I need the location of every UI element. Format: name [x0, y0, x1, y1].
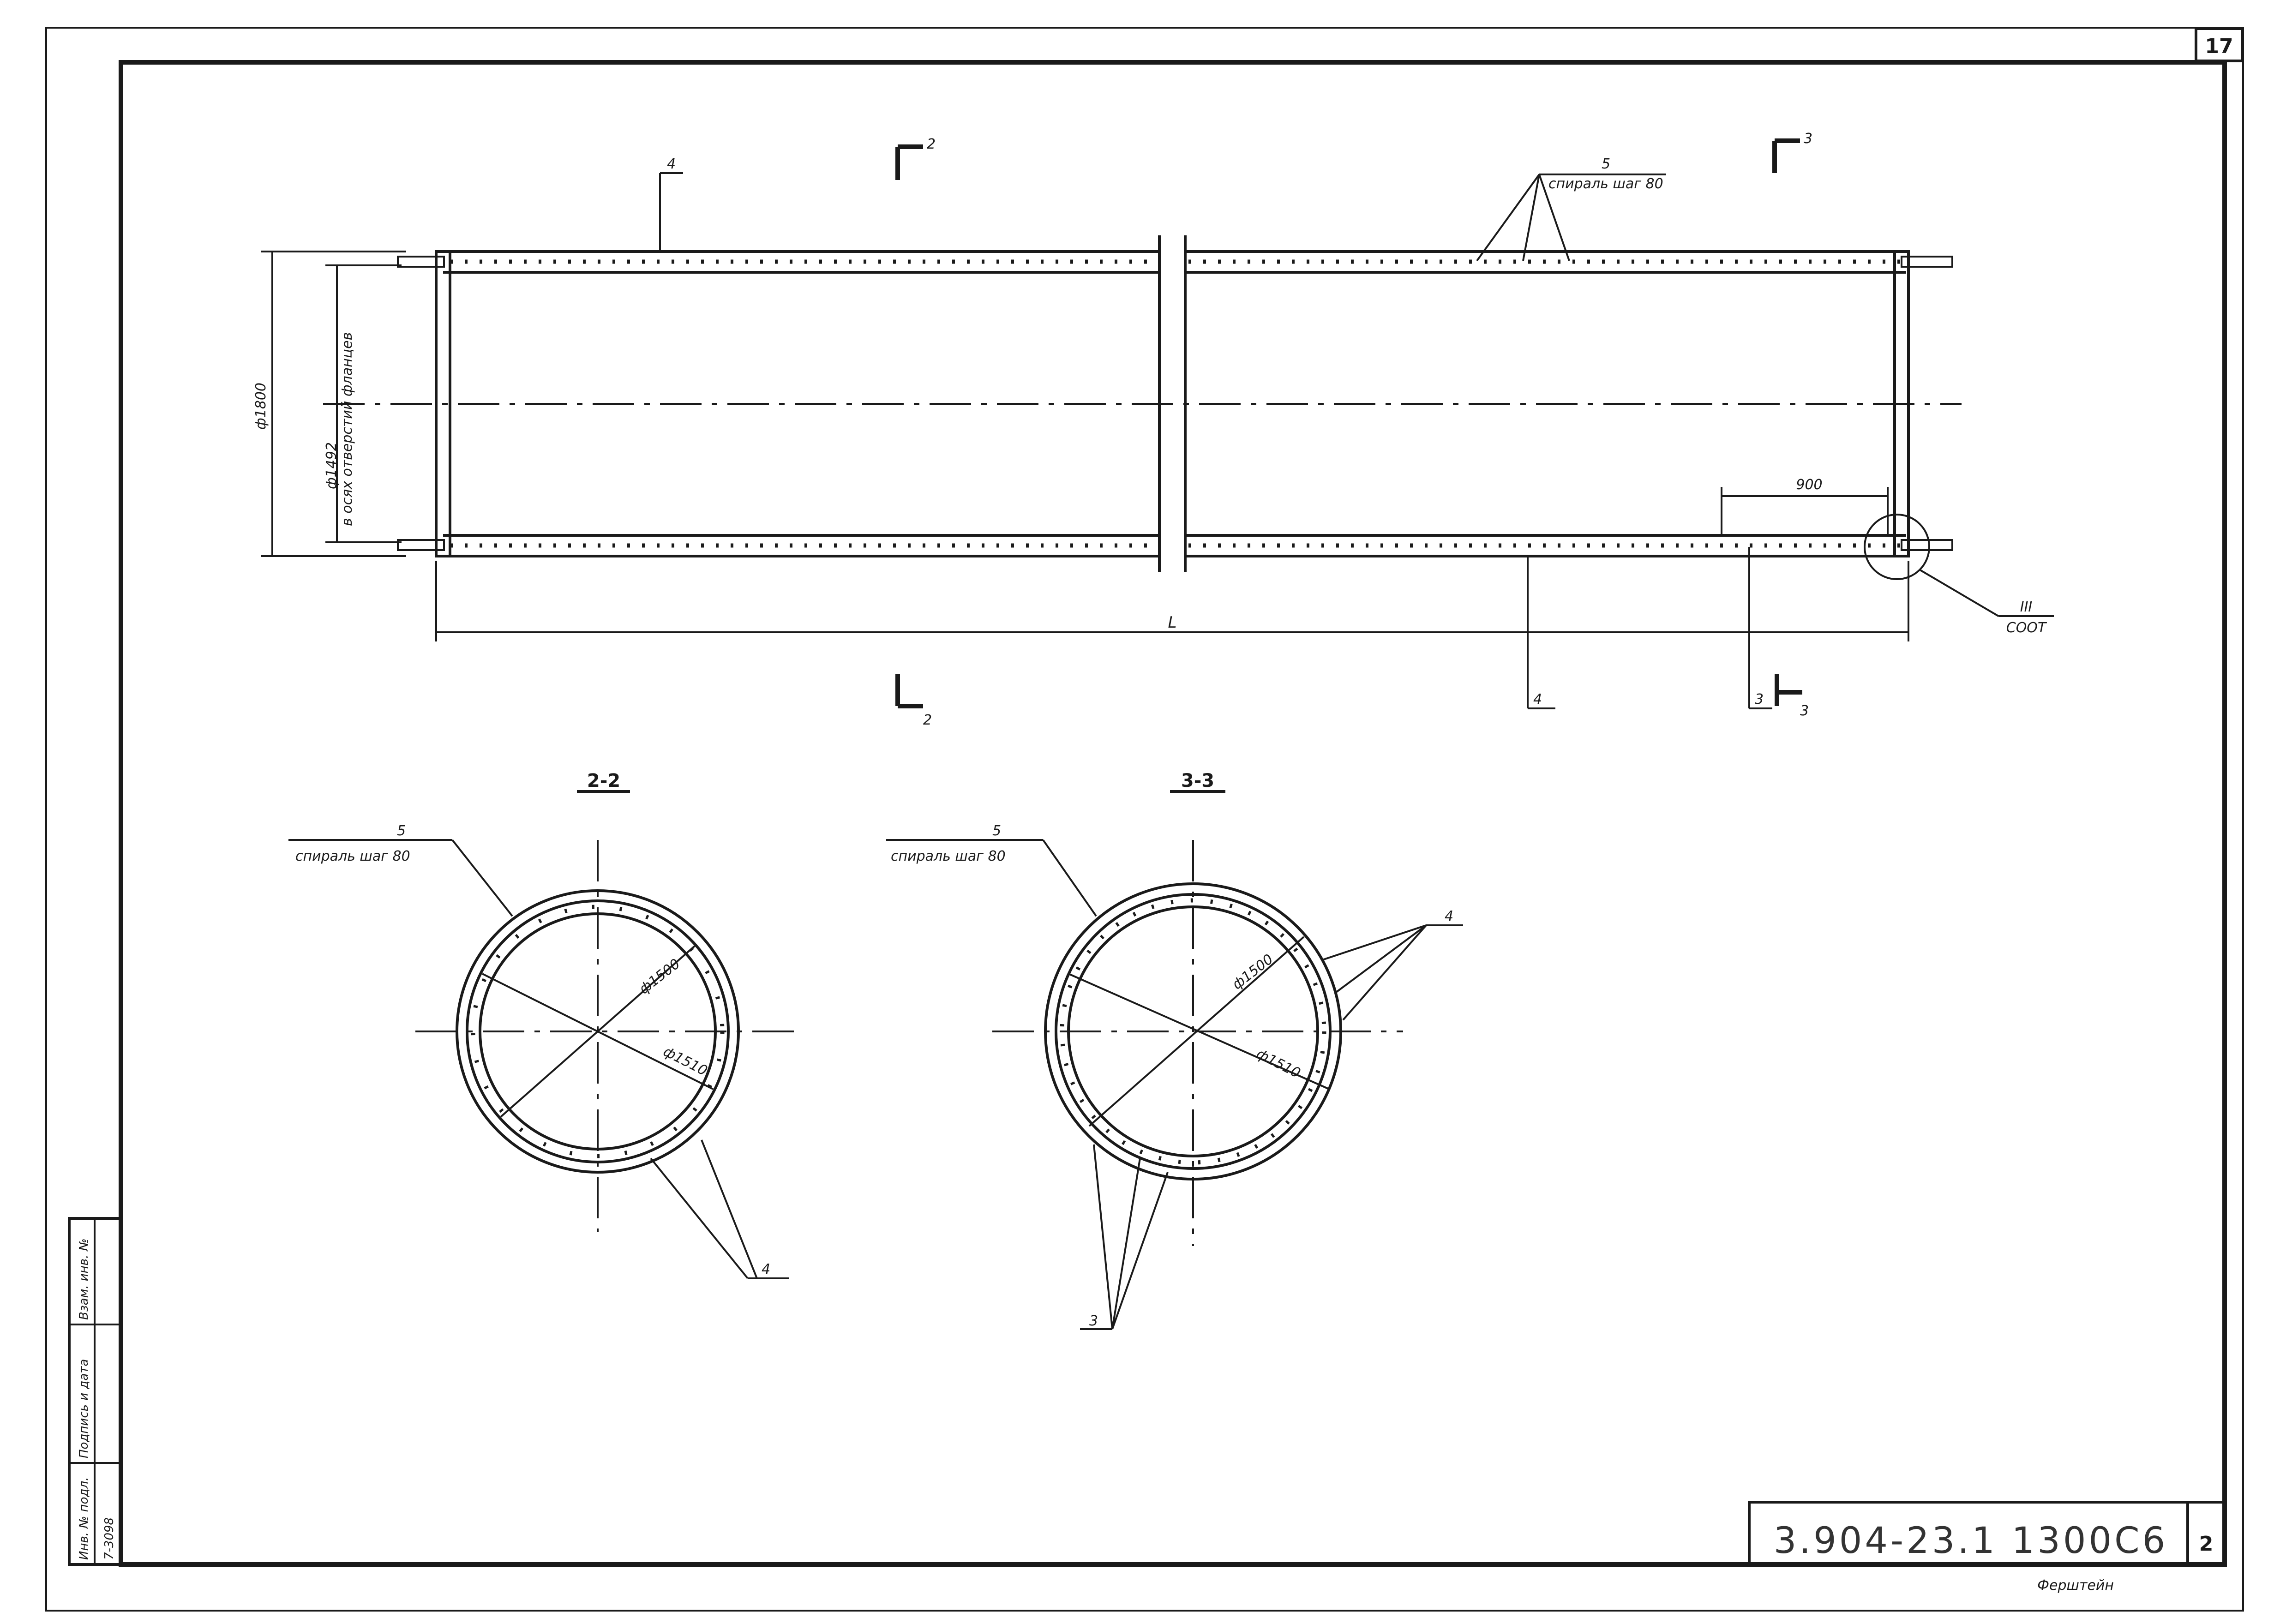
- cut-2-top: 2: [927, 136, 936, 152]
- section-3-callout-5-note: спираль шаг 80: [891, 848, 1006, 864]
- section-3-3: 3-3 ф1500 ф1510 5 спираль шаг 80 4 3: [886, 770, 1463, 1330]
- section-2-title: 2-2: [587, 770, 620, 791]
- inner-frame: [119, 60, 2227, 1567]
- callout-5: 5: [1602, 156, 1610, 172]
- outer-frame: [45, 27, 2244, 1612]
- section-3-dia-outer: ф1510: [1254, 1046, 1303, 1081]
- page-number: 17: [2205, 35, 2233, 58]
- side-stamp-inv: Инв. № подл.: [77, 1477, 91, 1560]
- section-3-callout-4: 4: [1445, 908, 1453, 924]
- dim-length: L: [1168, 613, 1177, 632]
- section-3-callout-5: 5: [992, 823, 1001, 839]
- section-3-title: 3-3: [1181, 770, 1214, 791]
- sheet-index: 2: [2199, 1532, 2214, 1556]
- callout-3: 3: [1755, 691, 1764, 707]
- dim-bolt-circle: ф1492: [324, 442, 340, 489]
- side-stamp-inv-value: 7-3098: [102, 1517, 116, 1560]
- sheet-index-box: [2186, 1501, 2226, 1566]
- section-2-callout-4: 4: [762, 1261, 770, 1277]
- section-2-callout-5-note: спираль шаг 80: [295, 848, 410, 864]
- dim-900: 900: [1796, 477, 1822, 493]
- page-number-box: [2195, 27, 2244, 62]
- callout-5-note: спираль шаг 80: [1548, 176, 1663, 192]
- cut-3-top: 3: [1804, 131, 1812, 147]
- dim-outer-diameter: ф1800: [253, 383, 269, 430]
- signature: Ферштейн: [2037, 1577, 2114, 1594]
- callout-4-top: 4: [667, 156, 676, 172]
- cut-2-bottom: 2: [923, 712, 932, 728]
- side-stamp-replace: Взам. инв. №: [77, 1238, 91, 1320]
- callout-4-bottom: 4: [1533, 691, 1542, 707]
- cut-3-bottom: 3: [1800, 703, 1809, 719]
- node-iii-marker: [1864, 514, 1930, 580]
- section-2-2: 2-2 ф1500 ф1510 5 спираль шаг 80 4: [288, 770, 803, 1279]
- section-3-callout-3: 3: [1089, 1313, 1098, 1329]
- elevation-view: III СООТ ф1800 ф1492 в осях отверстий фл…: [253, 131, 2054, 728]
- section-2-callout-5: 5: [397, 823, 406, 839]
- node-ref-number: III: [2020, 599, 2033, 615]
- dim-bolt-circle-note: в осях отверстий фланцев: [339, 332, 355, 526]
- section-2-dia-outer: ф1510: [660, 1043, 710, 1079]
- node-ref-sheet: СООТ: [2006, 620, 2047, 636]
- section-3-dia-inner: ф1500: [1229, 951, 1276, 993]
- document-code: 3.904-23.1 1300С6: [1774, 1520, 2168, 1562]
- side-stamp-sign: Подпись и дата: [77, 1359, 91, 1458]
- section-2-dia-inner: ф1500: [636, 956, 683, 997]
